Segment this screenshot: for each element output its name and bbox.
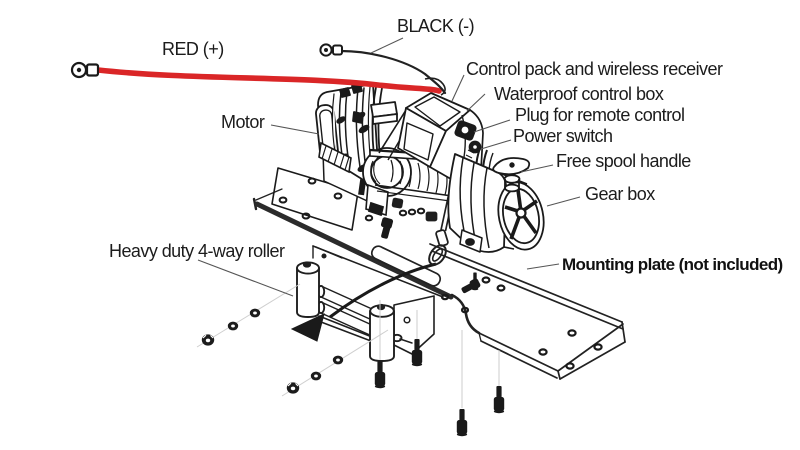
svg-text:RED (+): RED (+) — [162, 39, 224, 59]
svg-text:BLACK (-): BLACK (-) — [397, 16, 474, 36]
svg-text:Gear box: Gear box — [585, 184, 655, 204]
svg-text:Power switch: Power switch — [513, 126, 612, 146]
svg-text:Plug for remote control: Plug for remote control — [515, 105, 684, 125]
svg-text:Control pack and wireless rece: Control pack and wireless receiver — [466, 59, 723, 79]
svg-text:Mounting plate (not included): Mounting plate (not included) — [562, 255, 783, 274]
svg-text:Motor: Motor — [221, 112, 265, 132]
svg-text:Waterproof control box: Waterproof control box — [494, 84, 664, 104]
svg-text:Free spool handle: Free spool handle — [556, 151, 691, 171]
svg-text:Heavy duty 4-way roller: Heavy duty 4-way roller — [109, 241, 285, 261]
